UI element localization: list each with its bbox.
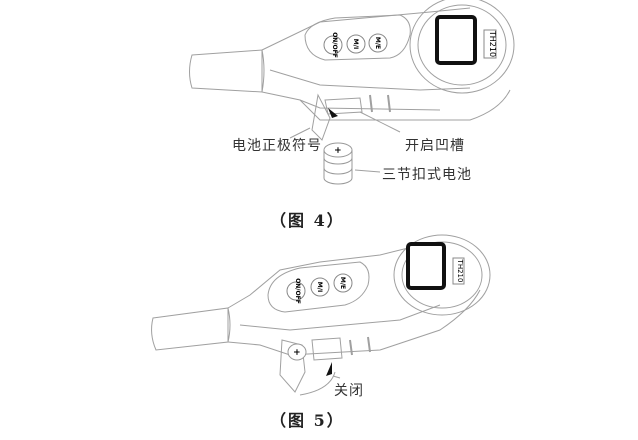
callout-button-cell-batteries: 三节扣式电池	[382, 167, 472, 183]
button-onoff-label: ON/OFF	[331, 32, 338, 58]
button-mi-fig5	[310, 277, 330, 297]
button-me-fig5	[333, 273, 353, 293]
callout-close: 关闭	[334, 383, 364, 399]
button-onoff-label-fig5: ON/OFF	[294, 278, 301, 304]
button-mi-fig4	[346, 34, 366, 54]
pointer-arrow-fig5	[326, 362, 332, 376]
battery-stack-fig4: +	[323, 142, 353, 185]
button-mi-label-fig5: M/I	[316, 282, 323, 292]
handle-grip	[189, 49, 263, 93]
callout-battery-positive-symbol: 电池正极符号	[232, 138, 322, 154]
battery-plus-mark-fig4: +	[332, 146, 342, 154]
button-onoff-fig5	[286, 281, 306, 301]
model-label-fig4: TH210	[488, 30, 497, 57]
battery-in-door-fig5	[287, 343, 307, 361]
button-row-fig5: ON/OFF M/I M/E	[286, 273, 353, 304]
lcd-display-fig5	[406, 242, 446, 290]
button-me-label: M/E	[374, 37, 381, 49]
button-onoff-fig4	[323, 35, 343, 55]
model-label-fig5: TH210	[456, 259, 464, 283]
handle-grip-fig5	[151, 307, 229, 351]
button-mi-label: M/I	[352, 39, 359, 49]
battery-plus-mark-fig5: +	[291, 348, 301, 356]
figure-5-caption: （图 5）	[270, 411, 345, 430]
button-me-label-fig5: M/E	[339, 277, 346, 289]
figure-4-caption: （图 4）	[270, 211, 345, 230]
button-row-fig4: ON/OFF M/I M/E	[323, 32, 388, 58]
callout-opening-groove: 开启凹槽	[405, 138, 465, 154]
pointer-arrow-fig4	[328, 108, 338, 118]
lcd-display-fig4	[435, 15, 477, 65]
button-me-fig4	[368, 33, 388, 53]
